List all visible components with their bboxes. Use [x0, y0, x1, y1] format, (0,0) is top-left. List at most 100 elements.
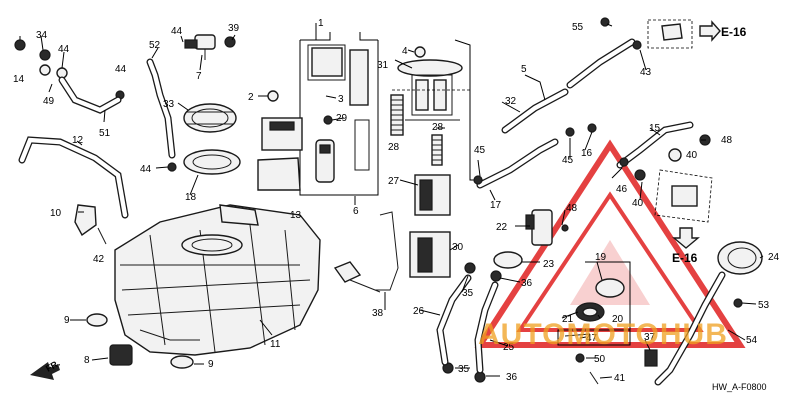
callout-8: 8 [84, 355, 90, 366]
filler-seal-group [557, 261, 631, 346]
callout-36-upper: 36 [521, 278, 533, 289]
callout-26: 26 [413, 306, 425, 317]
callout-4: 4 [402, 46, 408, 57]
diagram-code: HW_A-F0800 [712, 382, 767, 392]
callout-27: 27 [388, 176, 400, 187]
callout-13: 13 [290, 210, 302, 221]
callout-45-left: 45 [474, 145, 486, 156]
callout-44-c: 44 [171, 26, 183, 37]
callout-41: 41 [614, 373, 626, 384]
bolt-53 [733, 298, 743, 308]
callout-35-upper: 35 [462, 288, 474, 299]
callout-31: 31 [377, 60, 389, 71]
lock-ring-33 [183, 103, 237, 133]
clip-37 [644, 349, 658, 367]
callout-18: 18 [185, 192, 197, 203]
callout-40-lower: 40 [632, 198, 644, 209]
callout-12: 12 [72, 135, 84, 146]
callout-45-right: 45 [562, 155, 574, 166]
clamp-44-mid [167, 162, 177, 172]
callout-11: 11 [270, 339, 281, 350]
callout-33: 33 [163, 99, 175, 110]
hose-clamps-left [14, 39, 125, 100]
callout-40-upper: 40 [686, 150, 698, 161]
e16-ref-top-label: E-16 [721, 25, 747, 39]
callout-37: 37 [644, 332, 656, 343]
callout-16: 16 [581, 148, 593, 159]
callout-36-lower: 36 [506, 372, 518, 383]
callout-51: 51 [99, 128, 111, 139]
callouts: 1 2 3 4 5 6 7 8 9 9 10 11 12 13 14 15 16… [13, 18, 780, 392]
callout-5: 5 [521, 64, 527, 75]
callout-42: 42 [93, 254, 105, 265]
callout-24: 24 [768, 252, 780, 263]
bolt-41 [589, 371, 599, 385]
fuel-gauge-31 [392, 46, 470, 121]
callout-43: 43 [640, 67, 652, 78]
bolt-42 [97, 227, 107, 245]
callout-50: 50 [594, 354, 606, 365]
callout-15: 15 [649, 123, 661, 134]
clip-50 [575, 353, 585, 363]
watermark-text: AUTOMOTOHUB [478, 318, 728, 351]
callout-17: 17 [490, 200, 502, 211]
clamp-36-upper [490, 270, 502, 282]
callout-9-bottom: 9 [208, 359, 214, 370]
e16-ref-right [672, 227, 700, 249]
callout-2: 2 [248, 92, 254, 103]
callout-38: 38 [372, 308, 384, 319]
callout-21: 21 [562, 314, 574, 325]
clamp-36-lower [474, 371, 486, 383]
callout-52: 52 [149, 40, 161, 51]
callout-29: 29 [336, 113, 348, 124]
tank-strap [18, 136, 129, 219]
callout-6: 6 [353, 206, 359, 217]
callout-3: 3 [338, 94, 344, 105]
callout-10: 10 [50, 208, 62, 219]
callout-22: 22 [496, 222, 508, 233]
callout-28-left: 28 [388, 142, 400, 153]
seal-23 [493, 251, 523, 269]
callout-34: 34 [36, 30, 48, 41]
callout-44-d: 44 [140, 164, 152, 175]
clamp-35-upper [464, 262, 476, 274]
e16-ref-right-label: E-16 [672, 251, 698, 265]
ref-arrow-top [699, 20, 721, 42]
callout-20: 20 [612, 314, 624, 325]
callout-28-right: 28 [432, 122, 444, 133]
ref-arrow-right [672, 227, 700, 249]
filler-neck-24 [654, 241, 763, 386]
leader-line [454, 39, 485, 181]
fuel-tank [114, 204, 321, 356]
washer-2 [267, 90, 279, 102]
callout-53: 53 [758, 300, 770, 311]
callout-44-b: 44 [115, 64, 127, 75]
callout-35-lower: 35 [458, 364, 470, 375]
callout-25: 25 [503, 342, 515, 353]
rubber-cap-bottom [170, 355, 194, 369]
callout-7: 7 [196, 71, 202, 82]
clamp-40-upper [668, 148, 682, 162]
filler-valve-22 [493, 209, 569, 269]
e16-ref-top [647, 19, 721, 49]
sender-unit [333, 174, 451, 293]
valve-7 [184, 34, 236, 60]
callout-32: 32 [505, 96, 517, 107]
strap-bracket [74, 204, 97, 237]
callout-9-left: 9 [64, 315, 70, 326]
callout-19: 19 [595, 252, 607, 263]
leader-lines [19, 23, 764, 379]
callout-49: 49 [43, 96, 55, 107]
callout-48-mid: 48 [566, 203, 578, 214]
front-label: FR. [44, 358, 62, 374]
callout-30: 30 [452, 242, 464, 253]
pump-kit-group [257, 32, 379, 196]
callout-55: 55 [572, 22, 584, 33]
callout-14: 14 [13, 74, 25, 85]
clamp-40-lower [634, 169, 646, 181]
vent-bracket [654, 169, 713, 223]
grommet-8 [109, 344, 133, 366]
callout-46-left: 46 [616, 184, 628, 195]
